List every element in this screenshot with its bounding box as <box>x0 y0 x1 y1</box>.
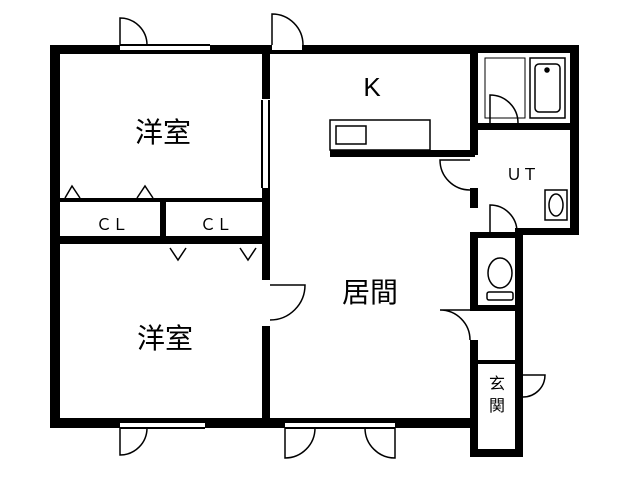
kitchen-counter <box>329 119 431 151</box>
bath-floor <box>484 57 526 119</box>
kitchen-label: K <box>363 72 381 102</box>
window-marks <box>120 44 395 429</box>
entrance-label-1: 玄 <box>489 374 505 393</box>
closet-left-label: ＣＬ <box>96 217 128 234</box>
washbasin <box>544 189 568 221</box>
walls <box>50 45 579 457</box>
closet-markers <box>64 184 257 262</box>
bathtub <box>529 57 566 119</box>
living-label: 居間 <box>342 276 398 309</box>
western-room-top-label: 洋室 <box>135 116 191 149</box>
western-room-bottom-label: 洋室 <box>137 322 193 355</box>
closet-right-label: ＣＬ <box>200 217 232 234</box>
openings <box>120 44 395 429</box>
toilet <box>486 257 514 301</box>
labels: 洋室 洋室 K 居間 ＵＴ ＣＬ ＣＬ 玄 関 <box>96 72 538 415</box>
entrance-label-2: 関 <box>489 396 505 415</box>
utility-label: ＵＴ <box>506 167 538 184</box>
